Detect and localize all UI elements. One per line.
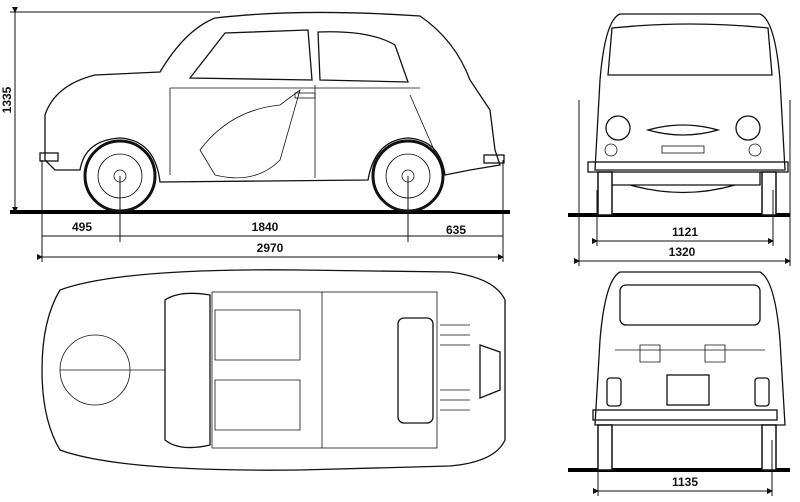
side-view: 1335 495 1840 635 2970 xyxy=(0,7,510,262)
dim-length: 2970 xyxy=(257,241,284,255)
rear-window-back xyxy=(619,284,761,326)
top-windshield xyxy=(164,292,211,449)
roof xyxy=(211,291,438,449)
dim-rear-track: 1135 xyxy=(672,475,698,489)
rear-window-top xyxy=(397,317,434,424)
dim-front-overhang: 495 xyxy=(72,220,92,234)
rear-view: 1135 xyxy=(568,271,790,496)
rear-body-outline xyxy=(594,271,786,426)
side-body-outline xyxy=(44,11,501,183)
license-plate xyxy=(666,374,710,406)
windshield xyxy=(607,23,773,76)
seat-outline xyxy=(199,88,301,179)
door-lines xyxy=(169,85,446,178)
dim-front-track: 1121 xyxy=(672,225,698,239)
front-bumper xyxy=(39,152,59,162)
dim-wheelbase: 1840 xyxy=(252,220,279,234)
front-bumper-front xyxy=(587,161,789,173)
front-body-outline xyxy=(594,13,786,171)
front-badge xyxy=(645,124,721,136)
top-body-outline xyxy=(41,269,506,471)
rear-bumper xyxy=(483,154,505,164)
front-window xyxy=(188,29,313,81)
dim-width: 1320 xyxy=(669,245,696,259)
door-handle xyxy=(294,92,316,99)
dim-rear-overhang: 635 xyxy=(446,223,466,237)
rear-bumper-back xyxy=(592,409,778,421)
engine-cover xyxy=(479,344,501,399)
top-view xyxy=(41,269,506,471)
dim-height: 1335 xyxy=(0,86,14,113)
front-view: 1121 1320 xyxy=(568,13,791,266)
rear-window xyxy=(317,31,409,83)
